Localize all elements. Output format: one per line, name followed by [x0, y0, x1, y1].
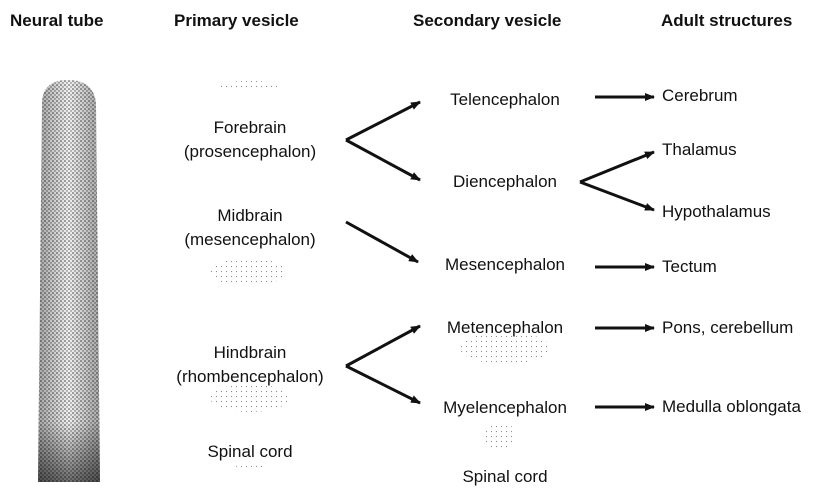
adult-tectum: Tectum [662, 257, 717, 277]
secondary-diencephalon: Diencephalon [420, 170, 590, 194]
forebrain-label: Forebrain [158, 116, 342, 140]
primary-spinal-cord: Spinal cord [158, 440, 342, 464]
arrow-diencephalon-hypothalamus [580, 182, 654, 210]
secondary-vesicle-stipple [460, 332, 550, 450]
secondary-metencephalon: Metencephalon [420, 316, 590, 340]
arrow-hindbrain-metencephalon [346, 326, 420, 366]
midbrain-label: Midbrain [158, 204, 342, 228]
arrows-primary-to-secondary [346, 102, 420, 403]
primary-forebrain: Forebrain (prosencephalon) [158, 116, 342, 164]
secondary-myelencephalon: Myelencephalon [415, 396, 595, 420]
primary-hindbrain: Hindbrain (rhombencephalon) [150, 341, 350, 389]
prosencephalon-label: (prosencephalon) [158, 140, 342, 164]
secondary-mesencephalon: Mesencephalon [420, 253, 590, 277]
adult-cerebrum: Cerebrum [662, 86, 738, 106]
arrow-midbrain-mesencephalon [346, 222, 418, 262]
secondary-spinal-cord: Spinal cord [420, 465, 590, 489]
arrow-forebrain-diencephalon [346, 140, 420, 180]
adult-medulla-oblongata: Medulla oblongata [662, 397, 801, 417]
adult-pons-cerebellum: Pons, cerebellum [662, 318, 793, 338]
rhombencephalon-label: (rhombencephalon) [150, 365, 350, 389]
hindbrain-label: Hindbrain [150, 341, 350, 365]
mesencephalon-primary-label: (mesencephalon) [158, 228, 342, 252]
adult-hypothalamus: Hypothalamus [662, 202, 771, 222]
secondary-telencephalon: Telencephalon [420, 88, 590, 112]
arrow-forebrain-telencephalon [346, 102, 420, 140]
neural-tube-illustration [38, 80, 100, 482]
primary-midbrain: Midbrain (mesencephalon) [158, 204, 342, 252]
adult-thalamus: Thalamus [662, 140, 737, 160]
arrows-secondary-to-adult [580, 97, 654, 407]
arrow-diencephalon-thalamus [580, 152, 654, 182]
arrow-hindbrain-myelencephalon [346, 366, 420, 403]
